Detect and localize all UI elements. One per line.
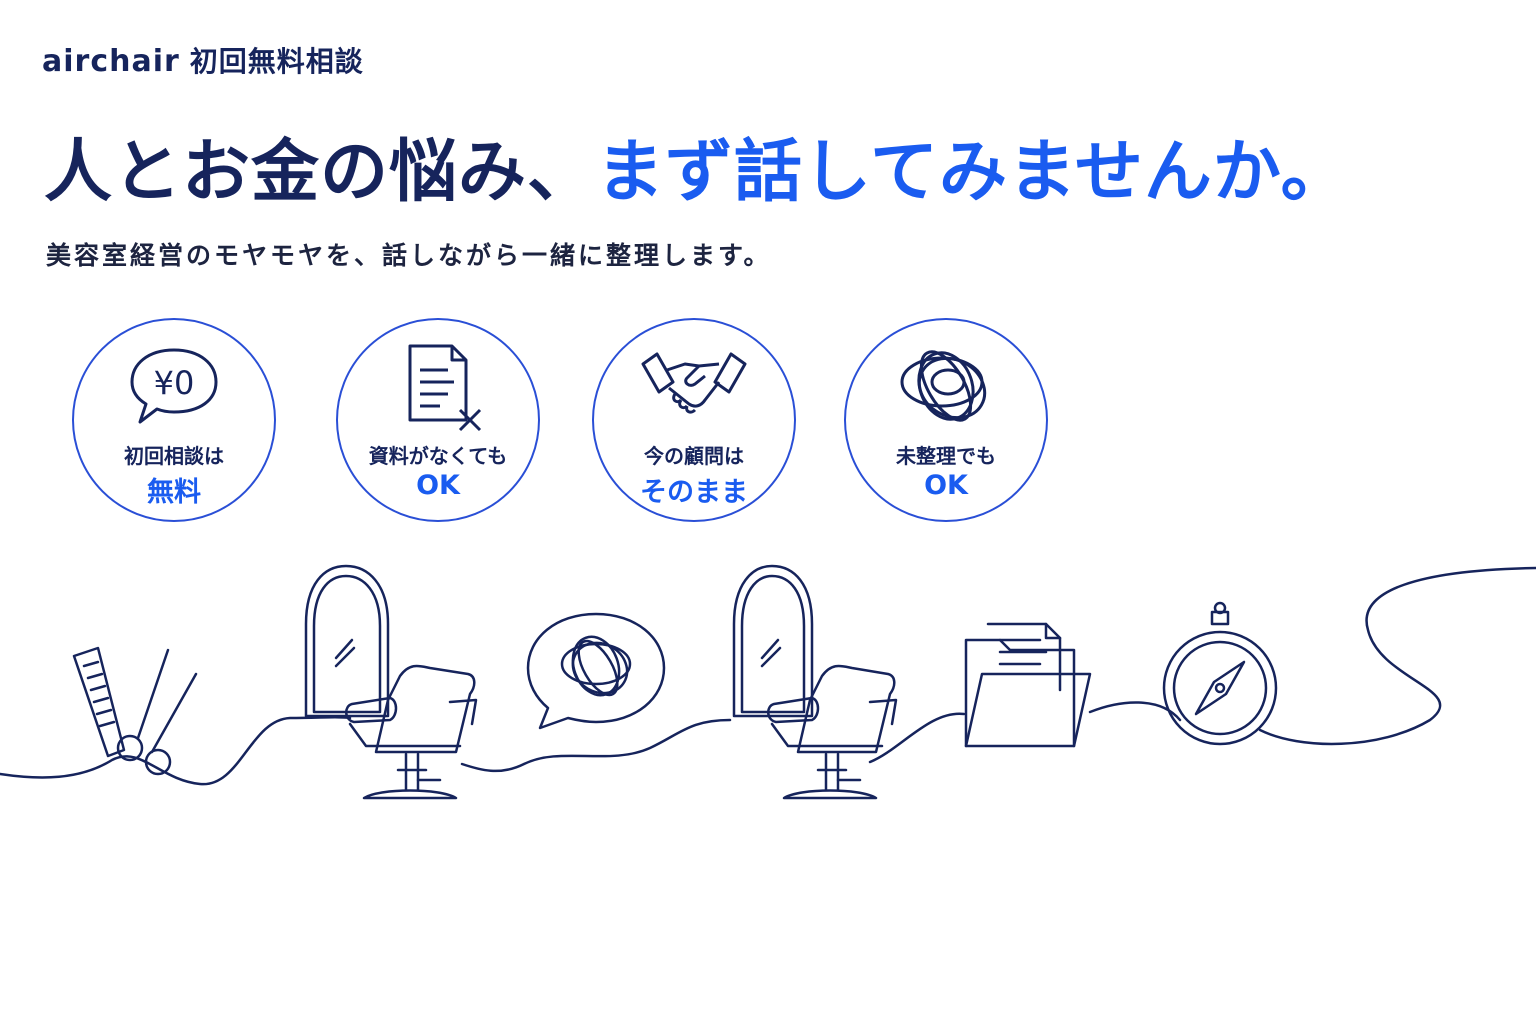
compass-icon: [1162, 601, 1278, 746]
badge-line2: 無料: [147, 477, 201, 508]
badge-line2: OK: [924, 470, 968, 501]
page-title: 人とお金の悩み、まず話してみませんか。: [44, 132, 1350, 214]
handshake-icon: [641, 352, 747, 414]
yen-speech-bubble-icon: ¥0: [130, 348, 218, 424]
badge-line1: 未整理でも: [896, 444, 996, 468]
scissors-icon: [116, 648, 198, 776]
mirror-icon: [732, 564, 814, 718]
comb-icon: [72, 646, 126, 758]
salon-chair-icon: [767, 664, 898, 800]
document-x-icon: [408, 344, 482, 432]
folder-icon: [964, 622, 1092, 748]
headline-dark: 人とお金の悩み、: [44, 133, 597, 212]
mirror-icon: [304, 564, 390, 718]
badge-no-documents: 資料がなくても OK: [336, 318, 540, 522]
page-subtitle: 美容室経営のモヤモヤを、話しながら一緒に整理します。: [46, 241, 772, 270]
flow-line: [0, 566, 1536, 786]
tangle-icon: [900, 350, 987, 422]
badge-line1: 資料がなくても: [368, 444, 508, 468]
brand-subtitle: 初回無料相談: [189, 45, 364, 78]
brand-logo: airchair 初回無料相談: [42, 40, 364, 80]
badge-line2: そのまま: [640, 477, 748, 508]
brand-name: airchair: [42, 44, 180, 79]
badge-line1: 今の顧問は: [644, 444, 744, 468]
tangle-speech-bubble-icon: [526, 612, 666, 730]
badge-keep-advisor: 今の顧問は そのまま: [592, 318, 796, 522]
yen-zero-label: ¥0: [154, 364, 195, 402]
badge-line1: 初回相談は: [124, 444, 224, 468]
headline-blue: まず話してみませんか。: [596, 133, 1350, 212]
badge-unorganized-ok: 未整理でも OK: [844, 318, 1048, 522]
salon-chair-icon: [345, 664, 478, 800]
badge-free-consultation: ¥0 初回相談は 無料: [72, 318, 276, 522]
badge-line2: OK: [416, 470, 460, 501]
salon-line-illustration: [0, 564, 1536, 800]
